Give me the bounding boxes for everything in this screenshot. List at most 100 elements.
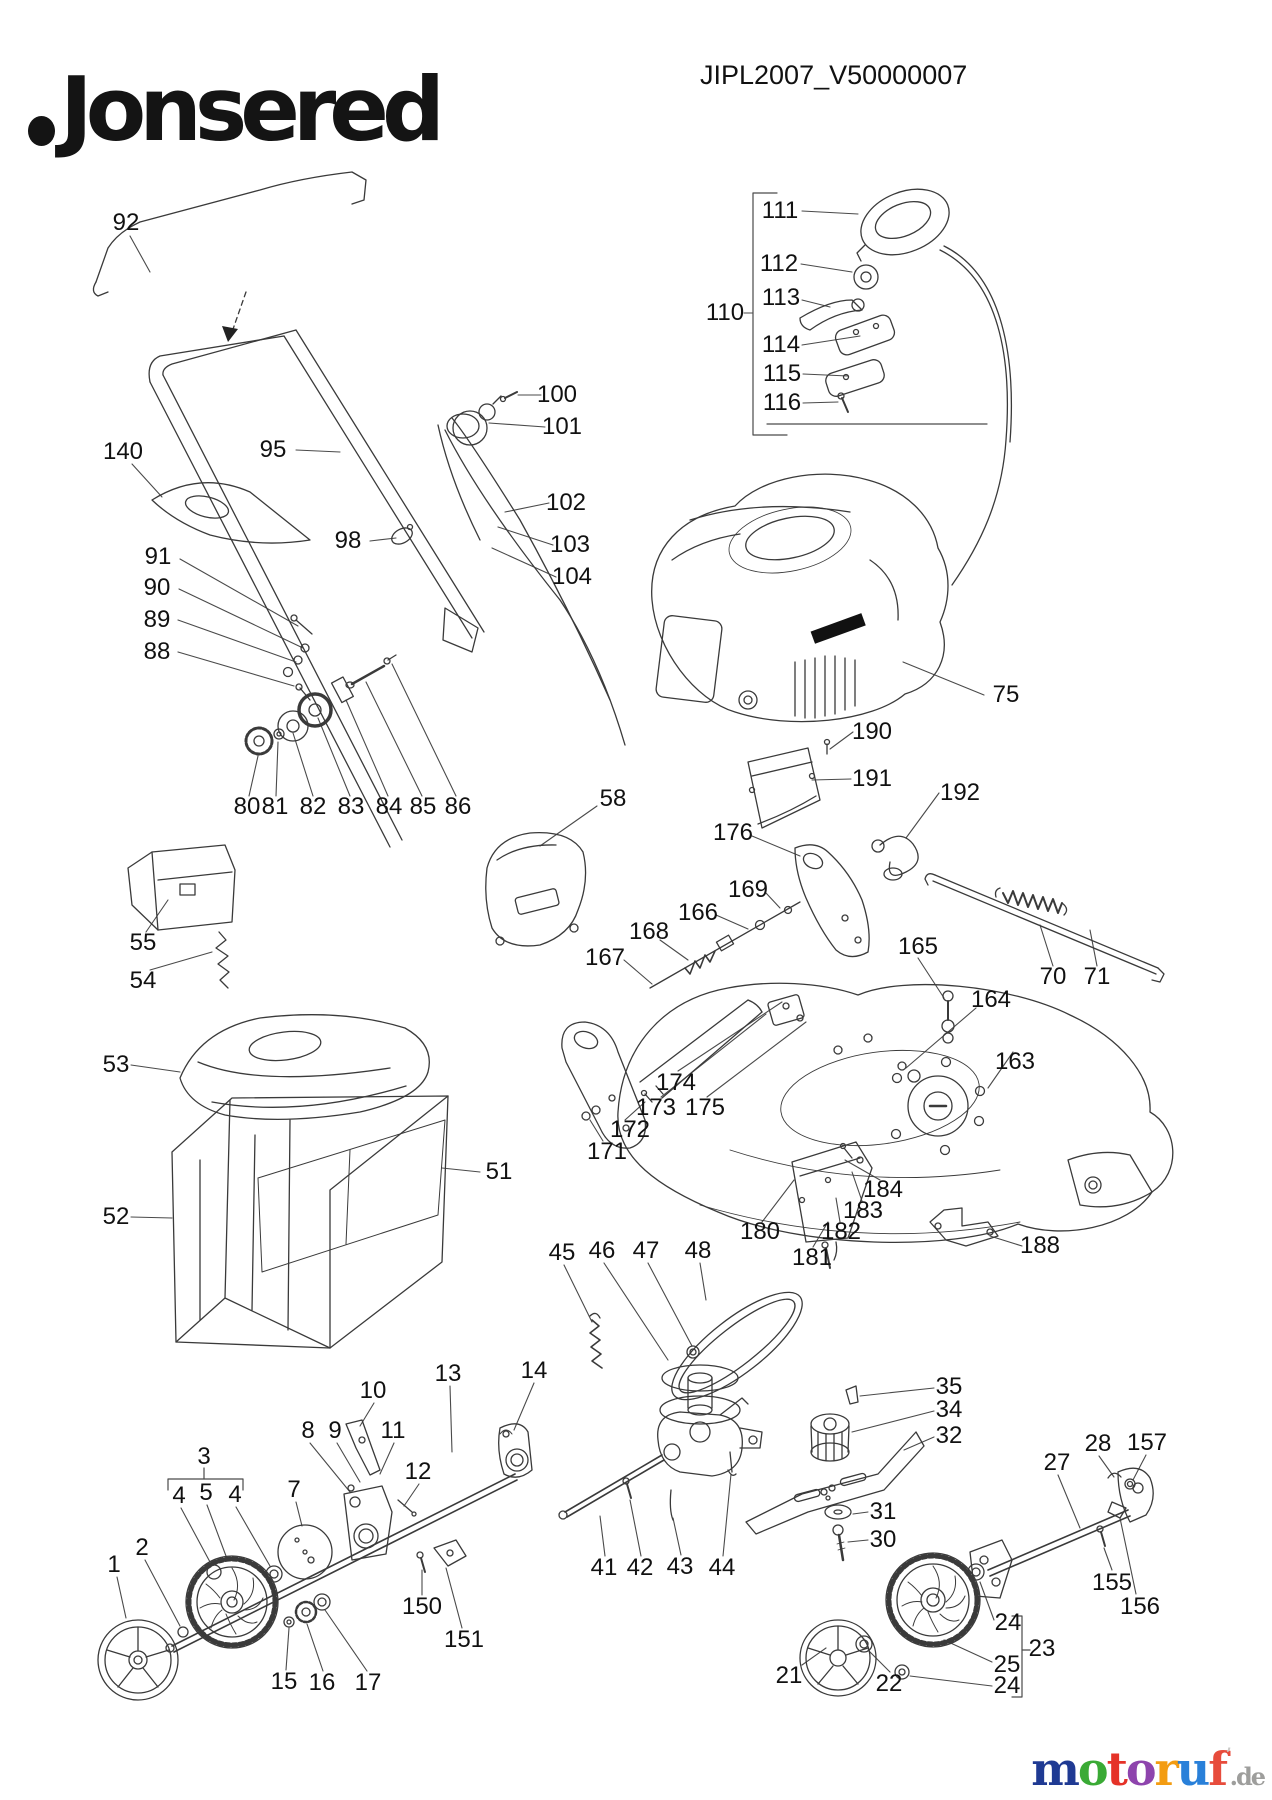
part-label-171-51: 171 — [586, 1138, 628, 1165]
motoruf-letter-o: o — [1077, 1742, 1109, 1796]
handle-assembly — [92, 171, 626, 848]
part-label-15-78: 15 — [270, 1668, 298, 1695]
side-box-group — [127, 844, 236, 989]
part-label-111-13: 111 — [761, 197, 799, 224]
part-label-95-2: 95 — [259, 436, 287, 463]
part-label-101-9: 101 — [541, 413, 583, 440]
part-label-180-56: 180 — [739, 1218, 781, 1245]
part-label-103-11: 103 — [549, 531, 591, 558]
rear-axle-group — [969, 1467, 1154, 1599]
part-label-16-79: 16 — [308, 1669, 336, 1696]
part-label-151-77: 151 — [443, 1626, 485, 1653]
part-label-104-12: 104 — [551, 563, 593, 590]
part-label-183-53: 183 — [842, 1197, 884, 1224]
motoruf-letter-f: f — [1208, 1742, 1228, 1796]
part-label-24-95: 24 — [994, 1609, 1022, 1636]
part-label-98-3: 98 — [334, 527, 362, 554]
blade-key — [845, 1385, 859, 1405]
part-label-188-57: 188 — [1019, 1232, 1061, 1259]
part-label-100-8: 100 — [536, 381, 578, 408]
part-label-1-75: 1 — [107, 1551, 121, 1578]
spring-54 — [215, 931, 230, 989]
part-label-167-29: 167 — [584, 944, 626, 971]
logo-text: Jonsered — [60, 58, 445, 161]
part-label-156-94: 156 — [1119, 1593, 1161, 1620]
part-label-82-37: 82 — [299, 793, 327, 820]
part-label-27-90: 27 — [1043, 1449, 1071, 1476]
deflector-group — [747, 747, 919, 881]
part-label-150-76: 150 — [401, 1593, 443, 1620]
deck-rod-group — [924, 873, 1165, 983]
part-label-44-84: 44 — [708, 1554, 736, 1581]
grass-bag — [171, 1095, 449, 1349]
mower-deck — [561, 844, 1174, 1244]
part-label-9-66: 9 — [328, 1417, 342, 1444]
part-label-4-70: 4 — [172, 1482, 186, 1509]
group-brackets — [167, 192, 1031, 1698]
part-label-10-64: 10 — [359, 1377, 387, 1404]
part-label-81-36: 81 — [261, 793, 289, 820]
part-label-163-34: 163 — [994, 1048, 1036, 1075]
part-label-172-50: 172 — [609, 1116, 651, 1143]
part-label-166-27: 166 — [677, 899, 719, 926]
part-label-23-96: 23 — [1028, 1635, 1056, 1662]
part-label-140-1: 140 — [102, 438, 144, 465]
part-label-102-10: 102 — [545, 489, 587, 516]
part-label-34-86: 34 — [935, 1396, 963, 1423]
part-label-85-40: 85 — [409, 793, 437, 820]
part-label-3-69: 3 — [197, 1443, 211, 1470]
part-label-173-48: 173 — [635, 1094, 677, 1121]
axle-bracket-14 — [498, 1423, 533, 1478]
part-label-114-16: 114 — [761, 331, 801, 358]
part-label-89-6: 89 — [143, 606, 171, 633]
part-label-45-58: 45 — [548, 1239, 576, 1266]
bag-cover — [179, 1014, 430, 1120]
logo-dot-icon — [28, 116, 55, 146]
part-label-71-33: 71 — [1083, 963, 1111, 990]
part-label-25-97: 25 — [993, 1651, 1021, 1678]
part-label-30-89: 30 — [869, 1526, 897, 1553]
bail-bar-92 — [95, 171, 367, 283]
part-label-32-87: 32 — [935, 1422, 963, 1449]
part-label-191-22: 191 — [851, 765, 893, 792]
part-label-2-74: 2 — [135, 1534, 149, 1561]
part-label-75-20: 75 — [992, 681, 1020, 708]
part-label-115-17: 115 — [762, 360, 802, 387]
blade-adapter — [810, 1413, 850, 1435]
diagram-title: JIPL2007_V50000007 — [700, 60, 968, 90]
part-label-84-39: 84 — [375, 793, 403, 820]
part-label-165-30: 165 — [897, 933, 939, 960]
motoruf-letter-m: m — [1031, 1742, 1080, 1796]
part-label-112-14: 112 — [759, 250, 799, 277]
part-label-58-24: 58 — [599, 785, 627, 812]
part-label-46-59: 46 — [588, 1237, 616, 1264]
part-label-90-5: 90 — [143, 574, 171, 601]
rear-hubcap — [799, 1619, 877, 1697]
part-label-86-41: 86 — [444, 793, 472, 820]
part-label-157-92: 157 — [1126, 1429, 1168, 1456]
part-label-91-4: 91 — [144, 543, 172, 570]
part-label-42-82: 42 — [626, 1554, 654, 1581]
front-axle-group — [97, 1419, 533, 1701]
part-label-48-61: 48 — [684, 1237, 712, 1264]
part-label-5-71: 5 — [199, 1479, 213, 1506]
rear-bracket — [929, 1207, 999, 1247]
part-label-113-15: 113 — [761, 284, 801, 311]
part-label-31-88: 31 — [869, 1498, 897, 1525]
drive-belt — [671, 1291, 803, 1401]
belt-cover — [485, 831, 587, 947]
engine — [651, 473, 949, 755]
part-label-174-47: 174 — [655, 1069, 697, 1096]
part-label-70-32: 70 — [1039, 963, 1067, 990]
part-label-55-42: 55 — [129, 929, 157, 956]
part-label-13-62: 13 — [434, 1360, 462, 1387]
part-label-24-98: 24 — [993, 1672, 1021, 1699]
part-label-12-68: 12 — [404, 1458, 432, 1485]
height-adjuster-plate — [791, 1141, 873, 1269]
part-label-168-28: 168 — [628, 918, 670, 945]
part-label-181-55: 181 — [791, 1244, 833, 1271]
part-label-53-44: 53 — [102, 1051, 130, 1078]
front-hubcap — [97, 1619, 179, 1701]
part-label-184-52: 184 — [862, 1176, 904, 1203]
